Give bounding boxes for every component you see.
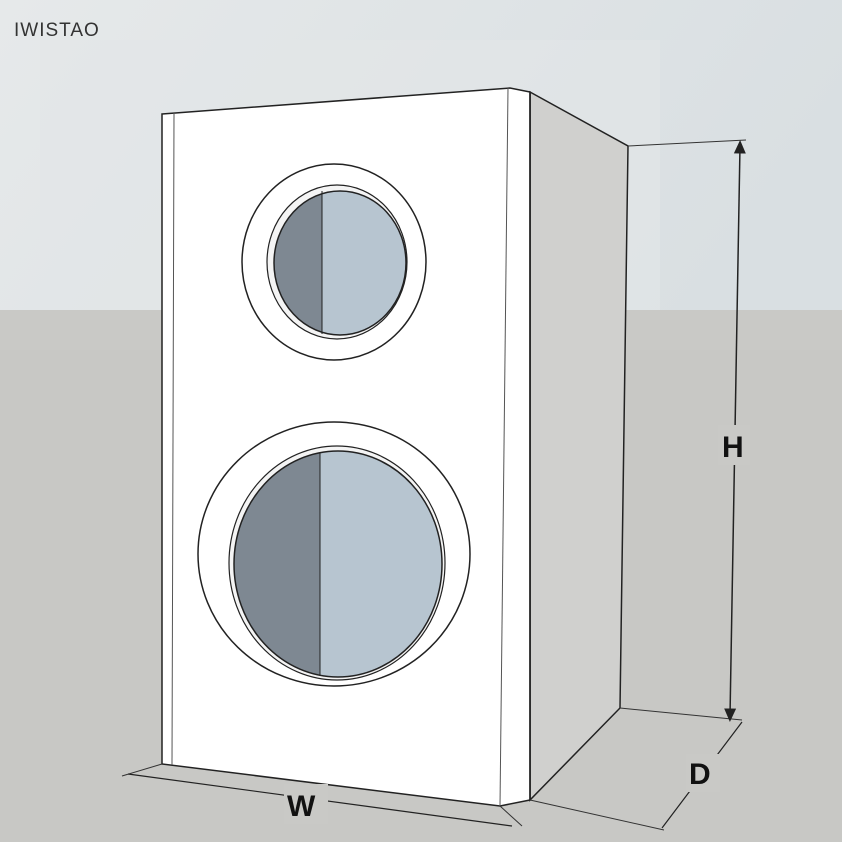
woofer-driver	[197, 421, 471, 687]
height-label: H	[722, 431, 744, 464]
depth-ext	[529, 799, 665, 831]
depth-label-bg	[686, 754, 720, 792]
width-ext-right	[499, 805, 523, 827]
cabinet-side-panel	[529, 90, 629, 802]
depth-label: D	[689, 758, 711, 791]
width-label: W	[287, 790, 316, 823]
tweeter-driver	[241, 163, 427, 361]
height-dimension: H	[619, 139, 750, 722]
brand-logo-text: IWISTAO	[14, 20, 100, 41]
height-label-bg	[718, 425, 750, 465]
width-label-bg	[284, 784, 328, 824]
height-ext-bottom	[619, 707, 743, 721]
width-dimension: W	[121, 763, 523, 827]
tweeter-cone-edge	[273, 190, 407, 336]
front-left-bevel	[171, 112, 175, 766]
woofer-cone-edge	[233, 450, 443, 678]
depth-dimension: D	[529, 721, 743, 831]
front-right-bevel	[499, 87, 509, 807]
